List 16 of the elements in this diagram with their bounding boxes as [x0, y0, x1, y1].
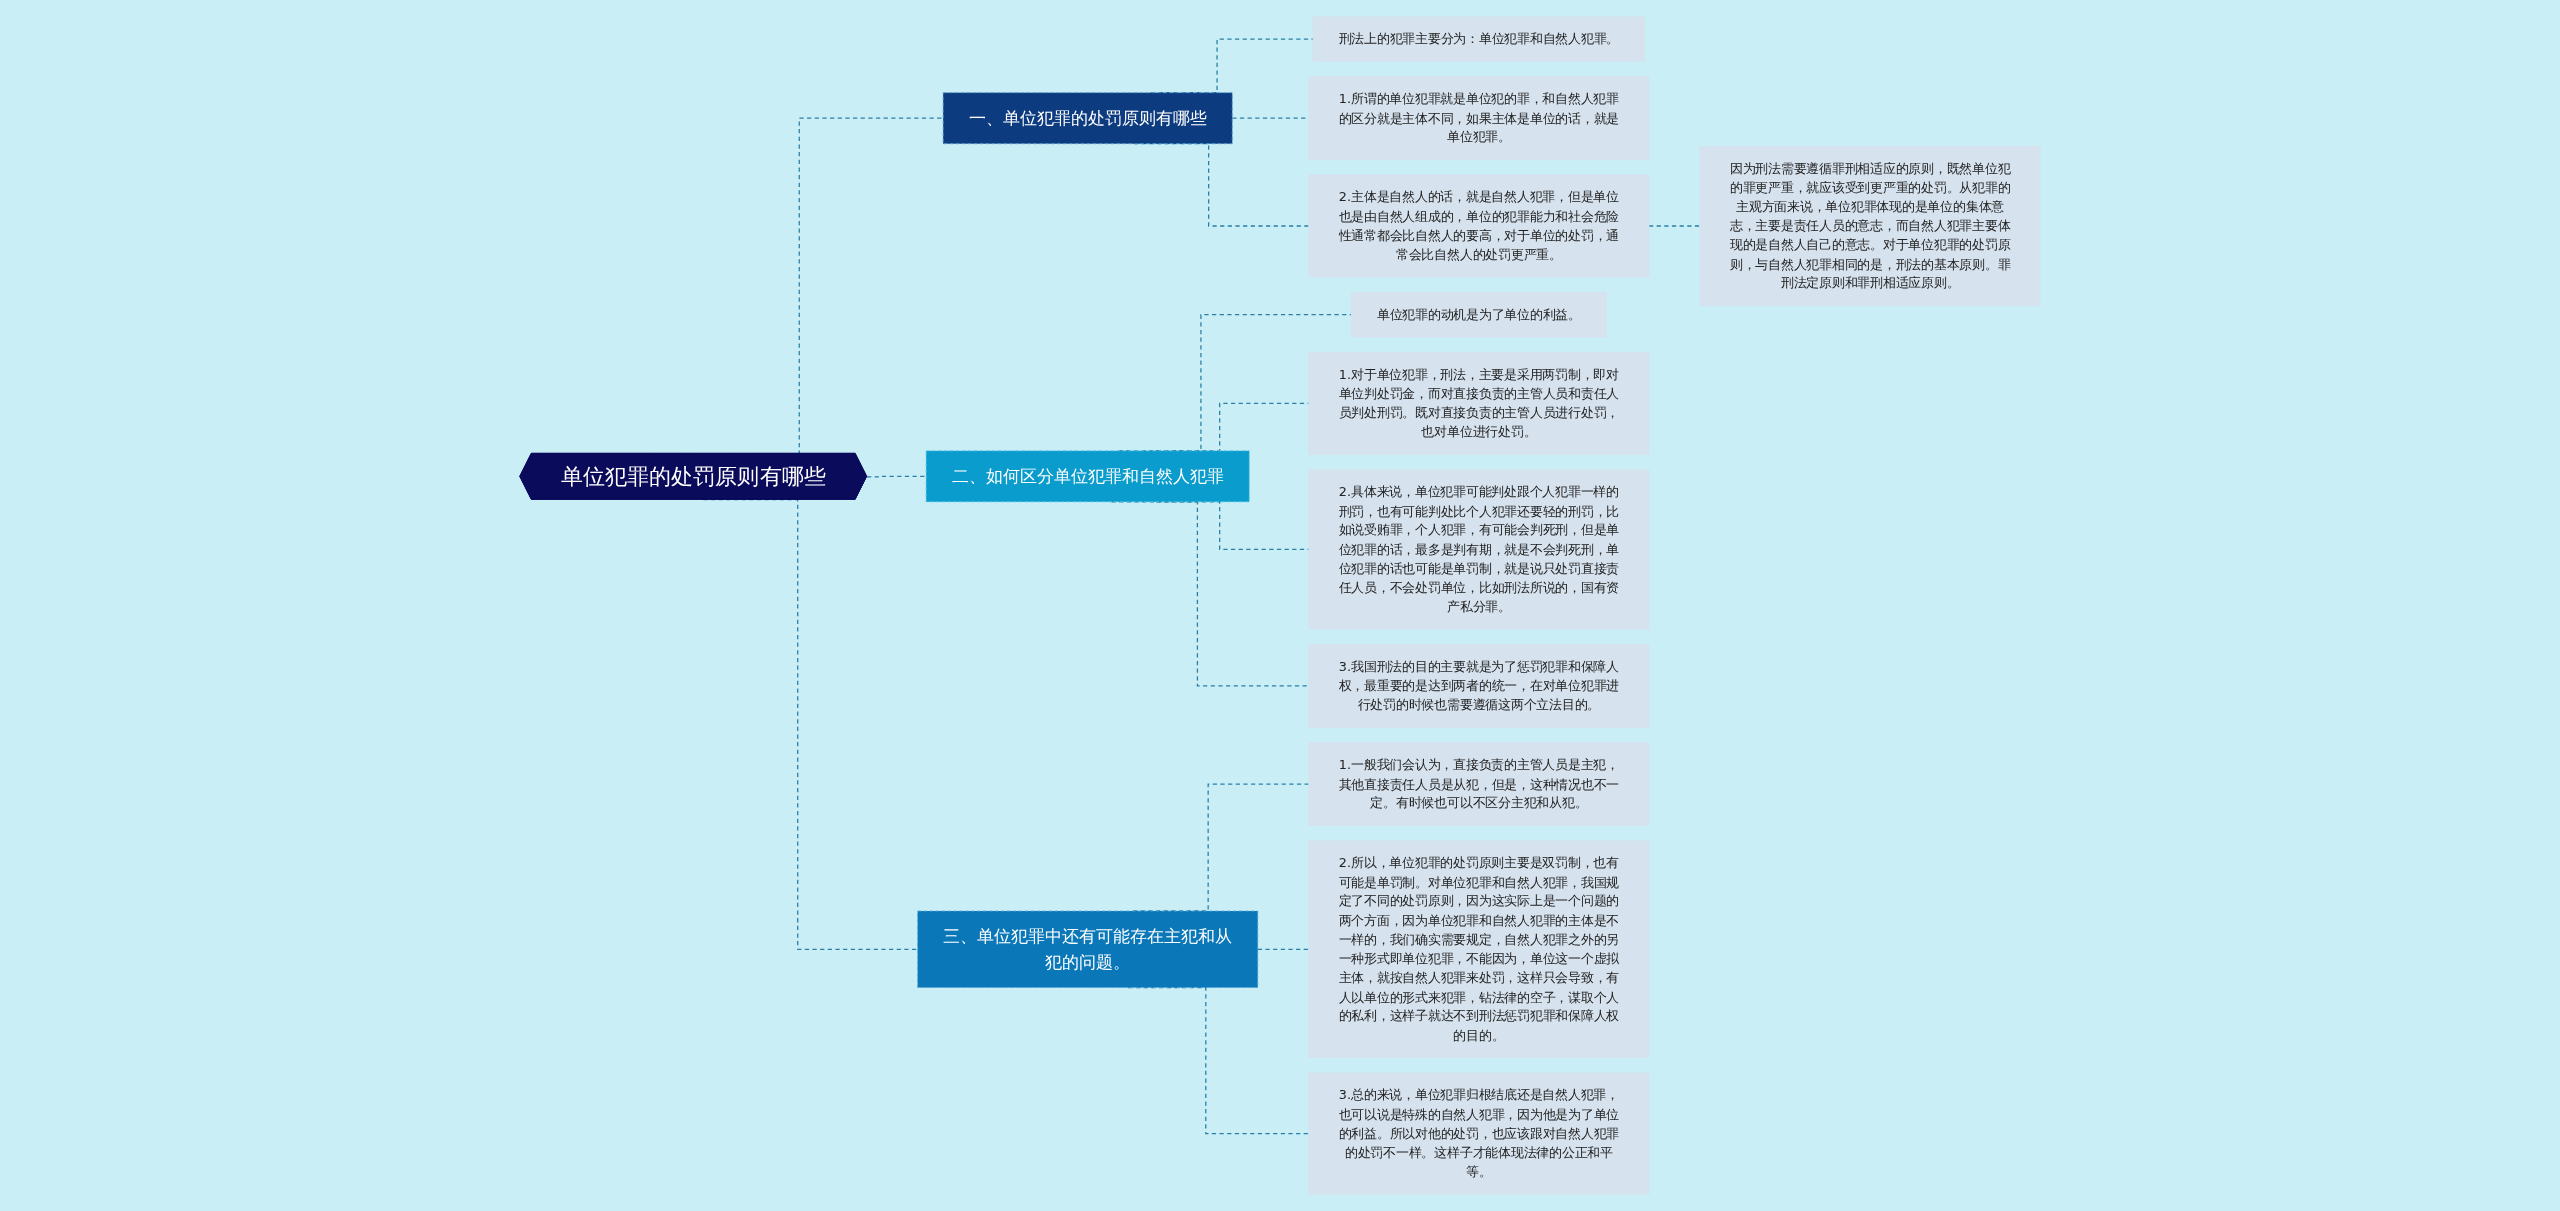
- connector: [866, 475, 927, 478]
- node-box: 1.一般我们会认为，直接负责的主管人员是主犯，其他直接责任人员是从犯，但是，这种情况也不一定。有时候也可以不区分主犯和从犯。: [1308, 742, 1650, 826]
- node-box: 单位犯罪的动机是为了单位的利益。: [1350, 291, 1607, 338]
- node-box: 2.所以，单位犯罪的处罚原则主要是双罚制，也有可能是单罚制。对单位犯罪和自然人犯罪，我国规定了不同的处罚原则，因为这实际上是一个问题的两个方面，因为单位犯罪和自然人犯罪的主体是不一样的，我们确实需要规定，自然人犯罪之外的另一种形式即单位犯罪，不能因为，单位这一个虚拟主体，就按自然人犯罪来处罚，这样只会导致，有人以单位的形式来犯罪，钻法律的空子，谋取个人的私利，这样子就达不到刑法惩罚犯罪和保障人权的目的。: [1308, 840, 1650, 1059]
- node-box: 1.对于单位犯罪，刑法，主要是采用两罚制，即对单位判处罚金，而对直接负责的主管人员和责任人员判处刑罚。既对直接负责的主管人员进行处罚，也对单位进行处罚。: [1308, 351, 1650, 455]
- node-box: 3.总的来说，单位犯罪归根结底还是自然人犯罪，也可以说是特殊的自然人犯罪，因为他是为了单位的利益。所以对他的处罚，也应该跟对自然人犯罪的处罚不一样。这样子才能体现法律的公正和平等。: [1308, 1072, 1650, 1195]
- node-box: 因为刑法需要遵循罪刑相适应的原则，既然单位犯的罪更严重，就应该受到更严重的处罚。从犯罪的主观方面来说，单位犯罪体现的是单位的集体意志，主要是责任人员的意志，而自然人犯罪主要体现的是自然人自己的意志。对于单位犯罪的处罚原则，与自然人犯罪相同的是，刑法的基本原则。罪刑法定原则和罪刑相适应原则。: [1699, 145, 2041, 307]
- node-box: 2.主体是自然人的话，就是自然人犯罪，但是单位也是由自然人组成的，单位的犯罪能力和社会危险性通常都会比自然人的要高，对于单位的处罚，通常会比自然人的处罚更严重。: [1308, 174, 1650, 278]
- node-box: 二、如何区分单位犯罪和自然人犯罪: [925, 450, 1250, 503]
- node-box: 刑法上的犯罪主要分为：单位犯罪和自然人犯罪。: [1312, 16, 1646, 62]
- node-box: 2.具体来说，单位犯罪可能判处跟个人犯罪一样的刑罚，也有可能判处比个人犯罪还要轻的刑罚，比如说受贿罪，个人犯罪，有可能会判死刑，但是单位犯罪的话，最多是判有期，就是不会判死刑，单位犯罪的话也可能是单罚制，就是说只处罚直接责任人员，不会处罚单位，比如刑法所说的，国有资产私分罪。: [1308, 469, 1650, 630]
- node-box: 三、单位犯罪中还有可能存在主犯和从犯的问题。: [917, 910, 1259, 988]
- connector: [1257, 948, 1310, 950]
- connector: [1648, 225, 1701, 227]
- node-box: 3.我国刑法的目的主要就是为了惩罚犯罪和保障人权，最重要的是达到两者的统一，在对单位犯罪进行处罚的时候也需要遵循这两个立法目的。: [1308, 644, 1650, 728]
- node-box: 一、单位犯罪的处罚原则有哪些: [942, 92, 1233, 145]
